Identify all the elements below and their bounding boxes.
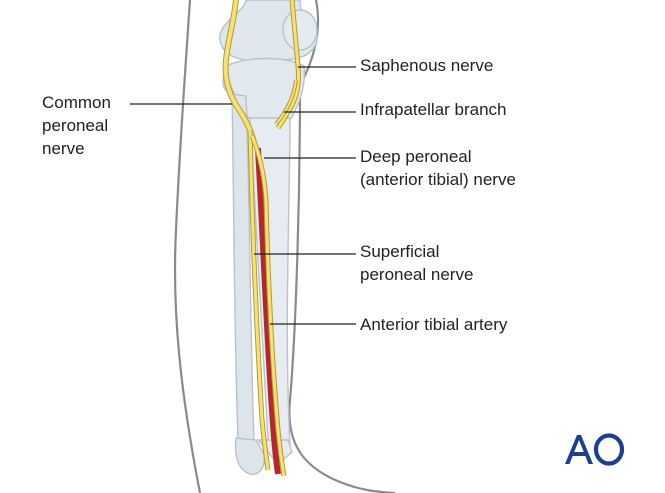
anterior-tibial-artery-path [255, 147, 281, 475]
infrapatellar-branch-core [275, 79, 297, 125]
ao-logo-icon [565, 433, 625, 466]
common-peroneal-nerve-core [223, 0, 256, 145]
deep-peroneal-nerve-core [250, 135, 286, 477]
label-saphenous-nerve: Saphenous nerve [360, 56, 494, 75]
label-deep-peroneal-nerve: Deep peroneal (anterior tibial) nerve [360, 147, 516, 189]
label-common-peroneal-nerve: Common peroneal nerve [42, 93, 111, 158]
label-superficial-peroneal-nerve: Superficial peroneal nerve [360, 242, 474, 284]
distal-fibula [234, 437, 266, 475]
label-infrapatellar-branch: Infrapatellar branch [360, 100, 507, 119]
superficial-peroneal-nerve-core [248, 129, 270, 471]
leg-outline-lateral [288, 0, 396, 493]
patella-bone [282, 9, 318, 51]
leg-outline-medial [173, 0, 202, 493]
saphenous-nerve-core [276, 0, 300, 129]
label-anterior-tibial-artery: Anterior tibial artery [360, 315, 508, 334]
